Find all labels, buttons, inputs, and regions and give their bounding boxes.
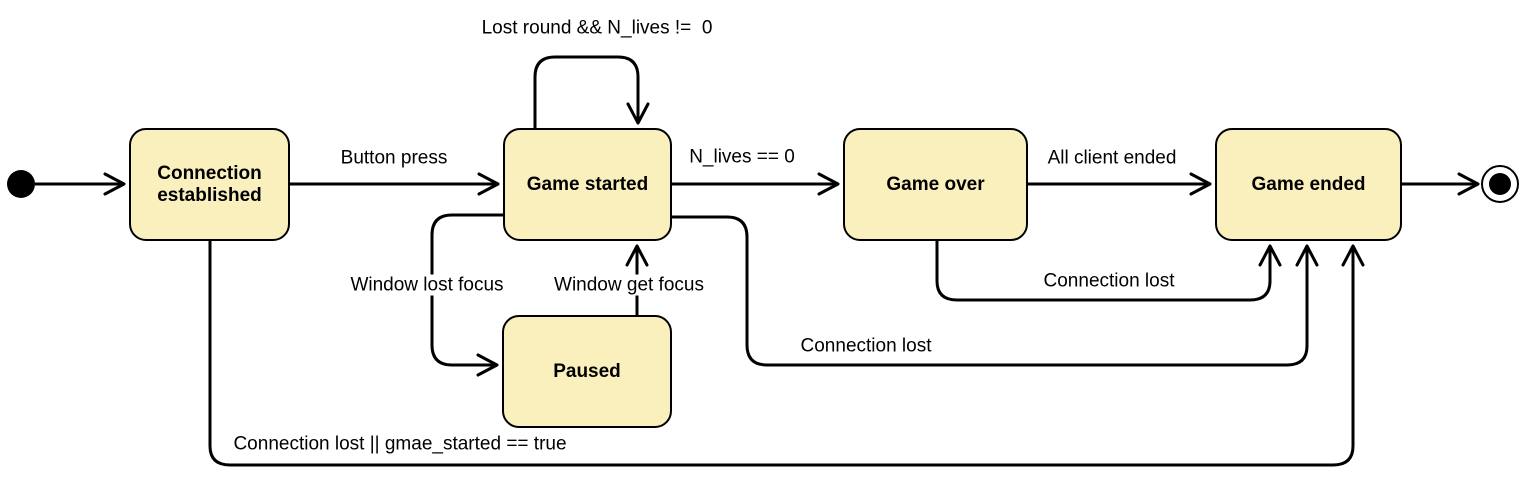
- final-state-node: [1481, 165, 1519, 203]
- edge-connection-lost-from-game-started: [672, 215, 1319, 367]
- state-connection-established: Connection established: [129, 128, 290, 241]
- final-state-inner-dot: [1489, 173, 1511, 195]
- label-button-press: Button press: [340, 147, 448, 169]
- edge-lost-round-self-loop: [533, 55, 650, 129]
- label-window-get-focus: Window get focus: [551, 274, 707, 296]
- state-game-started: Game started: [503, 128, 672, 241]
- label-connection-lost-from-game-started: Connection lost: [800, 335, 932, 357]
- label-window-lost-focus: Window lost focus: [347, 274, 507, 296]
- edge-connection-lost-from-game-over: [935, 241, 1282, 302]
- state-game-over: Game over: [843, 128, 1028, 241]
- label-connection-lost-or-game-started: Connection lost || gmae_started == true: [233, 433, 567, 455]
- initial-state-node: [7, 170, 35, 198]
- label-n-lives-zero: N_lives == 0: [689, 146, 795, 168]
- label-all-client-ended: All client ended: [1047, 147, 1177, 169]
- state-game-ended: Game ended: [1215, 128, 1402, 241]
- label-lost-round-self-loop: Lost round && N_lives != 0: [481, 17, 713, 39]
- label-connection-lost-from-game-over: Connection lost: [1043, 270, 1175, 292]
- edge-connection-lost-or-game-started: [208, 241, 1365, 467]
- state-paused: Paused: [502, 315, 672, 428]
